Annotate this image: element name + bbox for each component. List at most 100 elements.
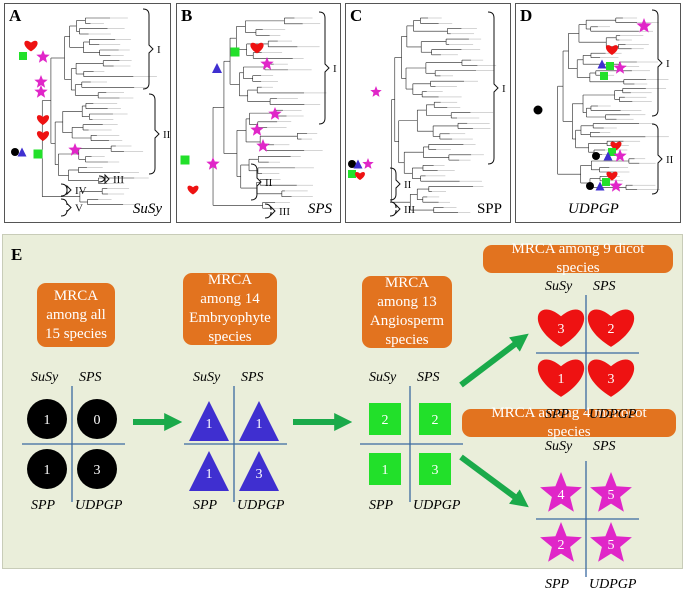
clade-bracket xyxy=(389,167,401,201)
count-value: 2 xyxy=(382,413,389,428)
gene-label-sps: SPS xyxy=(593,279,616,294)
mrca-box-monocot: MRCA among 4 monocot species xyxy=(462,405,676,440)
gene-label-sps: SPS xyxy=(417,370,440,385)
heart-symbol xyxy=(587,309,635,347)
count-value: 2 xyxy=(558,538,565,553)
clade-bracket xyxy=(98,173,110,185)
square-symbol xyxy=(369,403,401,435)
triangle-symbol xyxy=(189,451,229,491)
triangle-node-marker xyxy=(597,59,607,69)
star-node-marker xyxy=(260,57,274,70)
mrca-box-dicot: MRCA among 9 dicot species xyxy=(483,241,673,276)
star-node-marker xyxy=(613,149,627,162)
triangle-node-marker xyxy=(603,151,613,161)
count-value: 4 xyxy=(558,488,565,503)
gene-name-c: SPP xyxy=(476,201,502,217)
triangle-symbol xyxy=(239,451,279,491)
gene-label-udpgp: UDPGP xyxy=(589,407,637,422)
circle-symbol xyxy=(77,449,117,489)
gene-label-spp: SPP xyxy=(193,498,218,513)
count-value: 0 xyxy=(94,413,101,428)
square-node-marker xyxy=(606,62,614,70)
count-value: 1 xyxy=(206,467,213,482)
heart-node-marker xyxy=(250,42,264,54)
gene-label-spp: SPP xyxy=(545,407,570,422)
square-symbol xyxy=(369,453,401,485)
gene-label-susy: SuSy xyxy=(545,439,573,454)
count-value: 1 xyxy=(256,417,263,432)
circle-node-marker xyxy=(592,152,600,160)
star-node-marker xyxy=(34,85,48,98)
gene-label-spp: SPP xyxy=(369,498,394,513)
heart-node-marker xyxy=(24,40,38,52)
clade-label-i: I xyxy=(333,63,337,75)
star-node-marker xyxy=(68,143,82,156)
clade-bracket xyxy=(60,183,72,197)
clade-label-iii: III xyxy=(113,174,124,186)
star-node-marker xyxy=(362,158,374,169)
star-node-marker xyxy=(609,179,623,192)
panel-letter-c: C xyxy=(350,6,363,25)
clade-bracket xyxy=(148,93,160,175)
star-node-marker xyxy=(36,50,50,63)
clade-label-iv: IV xyxy=(75,185,87,197)
star-node-marker xyxy=(613,61,627,74)
clade-label-i: I xyxy=(666,58,670,70)
clade-bracket xyxy=(389,201,401,217)
square-node-marker xyxy=(33,149,43,159)
count-value: 1 xyxy=(206,417,213,432)
triangle-node-marker xyxy=(17,147,27,157)
count-value: 3 xyxy=(558,322,565,337)
square-symbol xyxy=(419,453,451,485)
count-value: 3 xyxy=(432,463,439,478)
circle-symbol xyxy=(77,399,117,439)
heart-node-marker xyxy=(355,172,365,181)
gene-label-spp: SPP xyxy=(31,498,56,513)
clade-label-ii: II xyxy=(666,154,674,166)
count-value: 5 xyxy=(608,488,615,503)
star-symbol xyxy=(540,522,582,562)
clade-bracket xyxy=(250,163,262,201)
panel-letter-d: D xyxy=(520,6,533,25)
square-node-marker xyxy=(230,47,240,57)
heart-symbol xyxy=(537,309,585,347)
gene-name-d: UDPGP xyxy=(568,201,619,217)
clade-bracket xyxy=(60,198,72,217)
triangle-symbol xyxy=(239,401,279,441)
star-node-marker xyxy=(250,123,264,136)
square-node-marker xyxy=(348,170,356,178)
star-symbol xyxy=(540,472,582,512)
clade-label-iii: III xyxy=(279,206,290,218)
count-value: 3 xyxy=(608,372,615,387)
heart-node-marker xyxy=(36,131,50,141)
gene-name-b: SPS xyxy=(307,201,332,217)
square-node-marker xyxy=(602,178,610,186)
count-value: 2 xyxy=(608,322,615,337)
clade-label-ii: II xyxy=(265,177,273,189)
gene-label-sps: SPS xyxy=(593,439,616,454)
tree-d: III xyxy=(533,9,674,195)
triangle-symbol xyxy=(189,401,229,441)
clade-label-i: I xyxy=(157,44,161,56)
mrca-box-embryophyte: MRCA among 14 Embryophyte species xyxy=(183,272,277,345)
gene-label-udpgp: UDPGP xyxy=(589,577,637,592)
circle-symbol xyxy=(27,449,67,489)
mrca-box-all-species: MRCA among all 15 species xyxy=(37,283,115,347)
clade-bracket xyxy=(487,11,499,165)
clade-bracket xyxy=(318,11,330,125)
square-node-marker xyxy=(600,72,608,80)
clade-bracket xyxy=(264,203,276,219)
clade-label-ii: II xyxy=(404,179,412,191)
flow-arrow xyxy=(459,333,529,388)
heart-node-marker xyxy=(36,115,50,125)
square-symbol xyxy=(419,403,451,435)
gene-label-sps: SPS xyxy=(241,370,264,385)
